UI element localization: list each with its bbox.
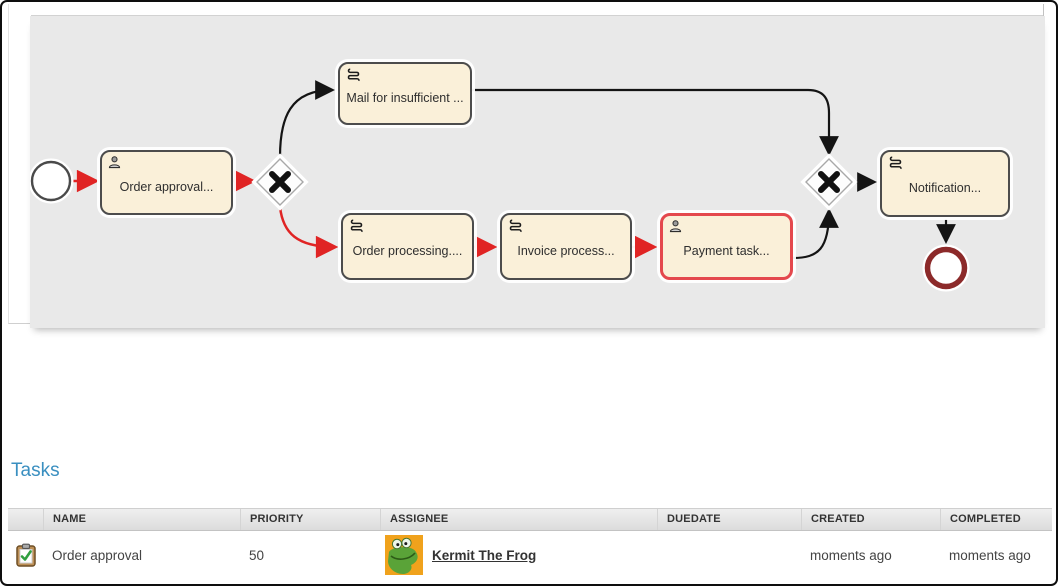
- tasks-section-title: Tasks: [11, 460, 60, 481]
- exclusive-gateway-merge: [800, 153, 858, 211]
- task-completed-cell: moments ago: [949, 547, 1031, 563]
- task-priority-cell: 50: [249, 547, 265, 563]
- panel-top-border: [30, 15, 1044, 16]
- sequence-flows: [72, 80, 956, 260]
- bpmn-task-order-processing: Order processing....: [341, 213, 474, 280]
- table-row[interactable]: Order approval 50 Kermit The Frog: [8, 531, 1052, 579]
- script-task-icon: [507, 218, 524, 234]
- task-assignee-cell: Kermit The Frog: [380, 535, 657, 575]
- bpmn-task-notification: Notification...: [880, 150, 1010, 217]
- task-label: Notification...: [908, 181, 982, 195]
- user-task-icon: [668, 219, 683, 234]
- task-label: Payment task...: [683, 244, 770, 258]
- user-task-icon: [107, 155, 122, 170]
- col-header-completed: COMPLETED: [940, 509, 1052, 530]
- tasks-table: NAME PRIORITY ASSIGNEE DUEDATE CREATED C…: [8, 508, 1052, 579]
- bpmn-task-invoice-processing: Invoice process...: [500, 213, 632, 280]
- bpmn-task-order-approval: Order approval...: [100, 150, 233, 215]
- start-event: [30, 158, 74, 204]
- task-label: Mail for insufficient ...: [346, 91, 464, 105]
- col-header-duedate: DUEDATE: [657, 509, 801, 530]
- script-task-icon: [887, 155, 904, 171]
- bpmn-task-mail-insufficient: Mail for insufficient ...: [338, 62, 472, 125]
- bpmn-flow-layer: [30, 80, 970, 292]
- task-label: Order processing....: [352, 244, 463, 258]
- flow-gateway1-to-mail: [278, 80, 335, 158]
- assignee-avatar: [385, 535, 423, 575]
- tasks-table-header: NAME PRIORITY ASSIGNEE DUEDATE CREATED C…: [8, 508, 1052, 531]
- task-name-cell: Order approval: [52, 547, 143, 563]
- flow-payment-to-gateway2: [792, 208, 839, 260]
- process-diagram-canvas: Order approval... Mail for insufficient …: [30, 16, 1045, 328]
- script-task-icon: [348, 218, 365, 234]
- col-header-icon: [8, 509, 43, 530]
- x-gateway-icon: [269, 171, 291, 193]
- panel-top-tick: [1043, 4, 1044, 16]
- bpmn-task-payment-current: Payment task...: [660, 213, 793, 280]
- col-header-assignee: ASSIGNEE: [380, 509, 657, 530]
- diagram-panel-gutter: [8, 4, 31, 324]
- task-label: Order approval...: [119, 180, 214, 194]
- script-task-icon: [345, 67, 362, 83]
- flow-gateway1-to-order-processing: [278, 206, 339, 259]
- end-event: [922, 244, 970, 292]
- completed-task-icon: [13, 542, 39, 568]
- col-header-priority: PRIORITY: [240, 509, 380, 530]
- assignee-link[interactable]: Kermit The Frog: [432, 547, 537, 563]
- flow-mail-to-gateway2: [472, 88, 839, 156]
- x-gateway-icon: [818, 171, 840, 193]
- exclusive-gateway-split: [251, 153, 309, 211]
- task-status-cell: [8, 542, 43, 568]
- task-created-cell: moments ago: [810, 547, 892, 563]
- task-label: Invoice process...: [517, 244, 615, 258]
- col-header-name: NAME: [43, 509, 240, 530]
- col-header-created: CREATED: [801, 509, 940, 530]
